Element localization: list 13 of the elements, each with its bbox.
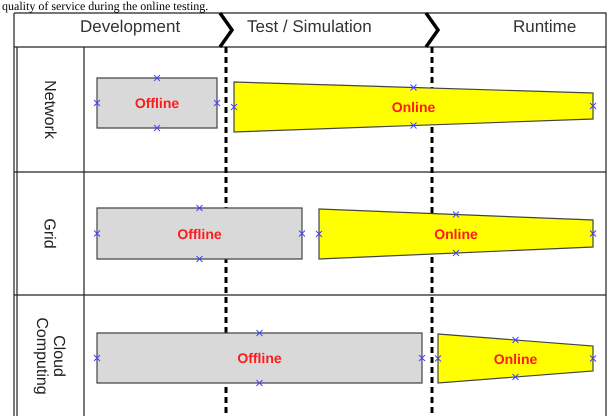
lane-header: Cloud Computing — [33, 316, 67, 396]
phase-label: Online — [494, 350, 538, 366]
lane-header: Network — [40, 80, 58, 138]
phase-header: Development — [80, 17, 180, 37]
phase-label: Offline — [134, 95, 180, 111]
lane-header: Grid — [40, 218, 58, 248]
caption-text: quality of service during the online testing. — [2, 0, 208, 13]
phase-label: Offline — [237, 350, 282, 366]
phase-label: Offline — [177, 226, 222, 242]
phase-header: Test / Simulation — [247, 17, 372, 37]
phase-header: Runtime — [513, 17, 576, 37]
phase-label: Online — [392, 99, 436, 115]
phase-label: Online — [434, 226, 478, 242]
